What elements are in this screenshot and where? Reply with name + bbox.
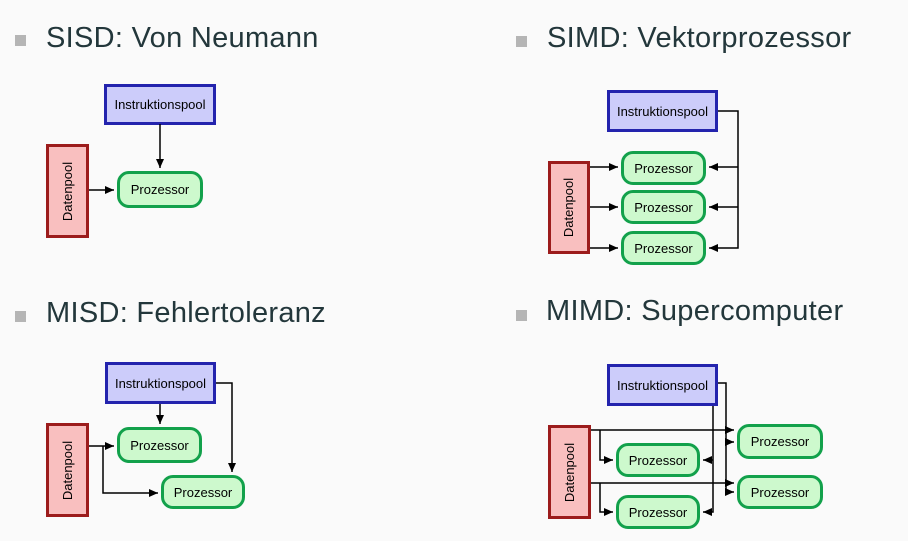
mimd-data-arrow-mid-top: [599, 430, 613, 464]
simd-processor-label: Prozessor: [634, 240, 693, 256]
mimd-processor-box-4: Prozessor: [737, 475, 823, 509]
misd-data-pool-label: Datenpool: [60, 440, 75, 500]
sisd-processor-label: Prozessor: [130, 182, 190, 197]
panel-title-misd: MISD: Fehlertoleranz: [46, 297, 326, 329]
panel-title-simd: SIMD: Vektorprozessor: [547, 22, 852, 54]
mimd-instruction-pool-box: Instruktionspool: [607, 364, 718, 406]
misd-processor-label: Prozessor: [173, 484, 233, 500]
simd-processor-box-3: Prozessor: [621, 231, 706, 265]
mimd-instruction-rail-right-bottom: [718, 382, 734, 496]
sisd-instruction-pool-label: Instruktionspool: [114, 97, 206, 112]
misd-instruction-to-processor2-arrow: [216, 382, 236, 472]
simd-data-pool-label: Datenpool: [561, 177, 577, 238]
panel-title-sisd: SISD: Von Neumann: [46, 22, 319, 54]
simd-processor-label: Prozessor: [634, 160, 693, 176]
misd-processor-box-2: Prozessor: [161, 475, 245, 509]
mimd-processor-box-2: Prozessor: [616, 495, 700, 529]
misd-processor-label: Prozessor: [130, 437, 189, 453]
misd-data-pool-box: Datenpool: [46, 423, 89, 517]
mimd-processor-box-3: Prozessor: [737, 424, 823, 459]
bullet-icon: [15, 35, 26, 46]
simd-instruction-pool-box: Instruktionspool: [607, 90, 718, 132]
misd-instruction-pool-box: Instruktionspool: [105, 362, 216, 404]
mimd-data-pool-label: Datenpool: [562, 442, 577, 502]
misd-processor-box-1: Prozessor: [117, 427, 202, 463]
bullet-icon: [15, 311, 26, 322]
simd-processor-box-2: Prozessor: [621, 190, 706, 224]
mimd-data-pool-box: Datenpool: [548, 425, 591, 519]
simd-instruction-pool-label: Instruktionspool: [616, 103, 709, 119]
misd-instruction-pool-label: Instruktionspool: [114, 375, 207, 391]
mimd-instruction-rail-mid-bottom: [703, 406, 714, 516]
sisd-data-pool-label: Datenpool: [60, 161, 75, 221]
bullet-icon: [516, 310, 527, 321]
simd-data-pool-box: Datenpool: [548, 161, 590, 254]
mimd-processor-label: Prozessor: [750, 434, 810, 449]
mimd-data-arrow-mid-bottom: [599, 483, 613, 516]
mimd-processor-label: Prozessor: [750, 484, 810, 500]
panel-title-mimd: MIMD: Supercomputer: [546, 295, 844, 327]
simd-processor-label: Prozessor: [634, 199, 693, 215]
sisd-processor-box: Prozessor: [117, 171, 203, 208]
mimd-processor-label: Prozessor: [628, 452, 688, 468]
sisd-instruction-pool-box: Instruktionspool: [104, 84, 216, 125]
sisd-data-pool-box: Datenpool: [46, 144, 89, 238]
mimd-instruction-pool-label: Instruktionspool: [616, 377, 709, 393]
mimd-processor-box-1: Prozessor: [616, 443, 700, 477]
mimd-processor-label: Prozessor: [628, 504, 688, 520]
bullet-icon: [516, 36, 527, 47]
simd-processor-box-1: Prozessor: [621, 151, 706, 185]
